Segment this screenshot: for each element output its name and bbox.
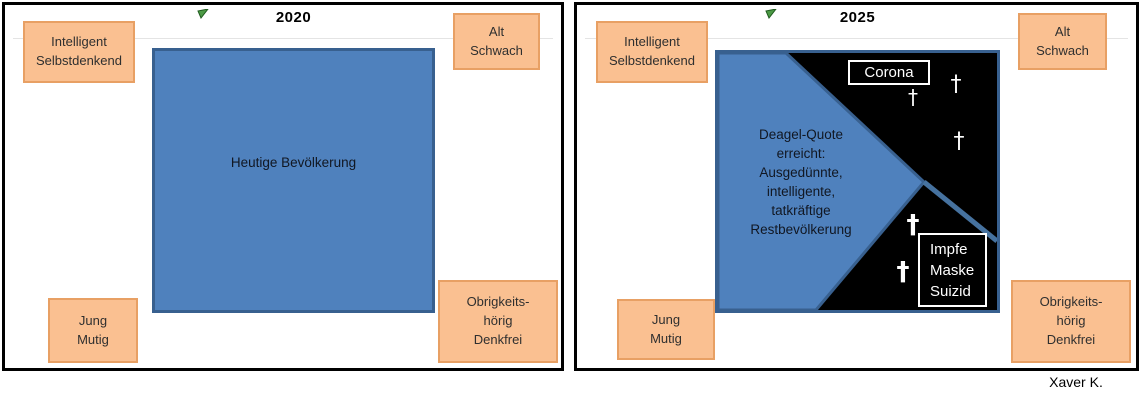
corner-label-line: Selbstdenkend <box>35 53 122 68</box>
impfe-maske-suizid-label-box: Impfe Maske Suizid <box>918 233 987 307</box>
cross-icon: † <box>906 210 920 240</box>
cross-icon: † <box>953 129 965 154</box>
population-square-2020: Heutige Bevölkerung <box>152 48 435 313</box>
panel-2025-inner: 2025 Intelligent Selbstdenkend Alt Schwa… <box>577 5 1136 368</box>
cross-icon: † <box>896 257 910 287</box>
corner-label-line: Mutig <box>77 331 109 347</box>
title-divider <box>585 38 1128 39</box>
cross-icon: † <box>950 72 962 97</box>
corner-label-line: Alt <box>1054 23 1071 39</box>
corner-label-line: hörig <box>483 313 513 329</box>
death-cause-line: Impfe <box>930 241 968 258</box>
survivor-label-line: erreicht: <box>776 146 826 161</box>
corner-label-obrigkeitshoerig-denkfrei: Obrigkeits- hörig Denkfrei <box>1011 280 1131 363</box>
corner-label-line: Selbstdenkend <box>608 53 695 68</box>
panel-title-year: 2020 <box>275 9 312 26</box>
corona-label: Corona <box>864 64 914 81</box>
corner-label-line: Schwach <box>470 42 523 58</box>
corner-label-alt-schwach: Alt Schwach <box>453 13 540 70</box>
corner-label-jung-mutig: Jung Mutig <box>617 299 715 360</box>
death-cause-line: Suizid <box>930 283 971 300</box>
corner-label-line: Mutig <box>650 330 682 346</box>
panel-2020-inner: 2020 Intelligent Selbstdenkend Alt Schwa… <box>5 5 561 368</box>
corner-label-line: Denkfrei <box>473 331 523 347</box>
population-label: Heutige Bevölkerung <box>230 155 357 170</box>
corona-label-box: Corona <box>848 60 930 85</box>
corner-label-intelligent-selbstdenkend: Intelligent Selbstdenkend <box>596 21 708 83</box>
survivor-population-label: Deagel-Quote erreicht: Ausgedünnte, inte… <box>720 125 882 239</box>
survivor-polygon-graphic <box>718 53 997 310</box>
corner-label-line: Denkfrei <box>1046 331 1096 347</box>
panel-2020: 2020 Intelligent Selbstdenkend Alt Schwa… <box>2 2 564 371</box>
corner-label-line: Schwach <box>1036 42 1089 58</box>
corner-label-line: Obrigkeits- <box>466 294 530 310</box>
corner-label-line: hörig <box>1056 313 1086 329</box>
attribution-text: Xaver K. <box>1049 374 1103 390</box>
survivor-label-line: Restbevölkerung <box>750 222 852 237</box>
corner-label-intelligent-selbstdenkend: Intelligent Selbstdenkend <box>23 21 135 83</box>
title-divider <box>13 38 553 39</box>
green-triangle-marker-icon <box>197 9 209 19</box>
corner-label-line: Jung <box>78 312 108 328</box>
death-cause-line: Maske <box>930 262 975 279</box>
panel-2025: 2025 Intelligent Selbstdenkend Alt Schwa… <box>574 2 1139 371</box>
population-square-2025: Deagel-Quote erreicht: Ausgedünnte, inte… <box>715 50 1000 313</box>
survivor-label-line: intelligente, <box>766 184 836 199</box>
corner-label-line: Jung <box>651 311 681 327</box>
corner-label-line: Intelligent <box>624 34 680 50</box>
cross-icon: † <box>908 85 918 109</box>
corner-label-line: Intelligent <box>51 34 107 50</box>
survivor-label-line: tatkräftige <box>771 203 831 218</box>
corner-label-alt-schwach: Alt Schwach <box>1018 13 1107 70</box>
corner-label-line: Obrigkeits- <box>1039 294 1103 310</box>
survivor-label-line: Deagel-Quote <box>758 127 844 142</box>
survivor-label-line: Ausgedünnte, <box>759 165 843 180</box>
green-triangle-marker-icon <box>765 9 777 19</box>
corner-label-jung-mutig: Jung Mutig <box>48 298 138 363</box>
panel-title-year: 2025 <box>839 9 876 26</box>
corner-label-obrigkeitshoerig-denkfrei: Obrigkeits- hörig Denkfrei <box>438 280 558 363</box>
corner-label-line: Alt <box>488 23 505 39</box>
